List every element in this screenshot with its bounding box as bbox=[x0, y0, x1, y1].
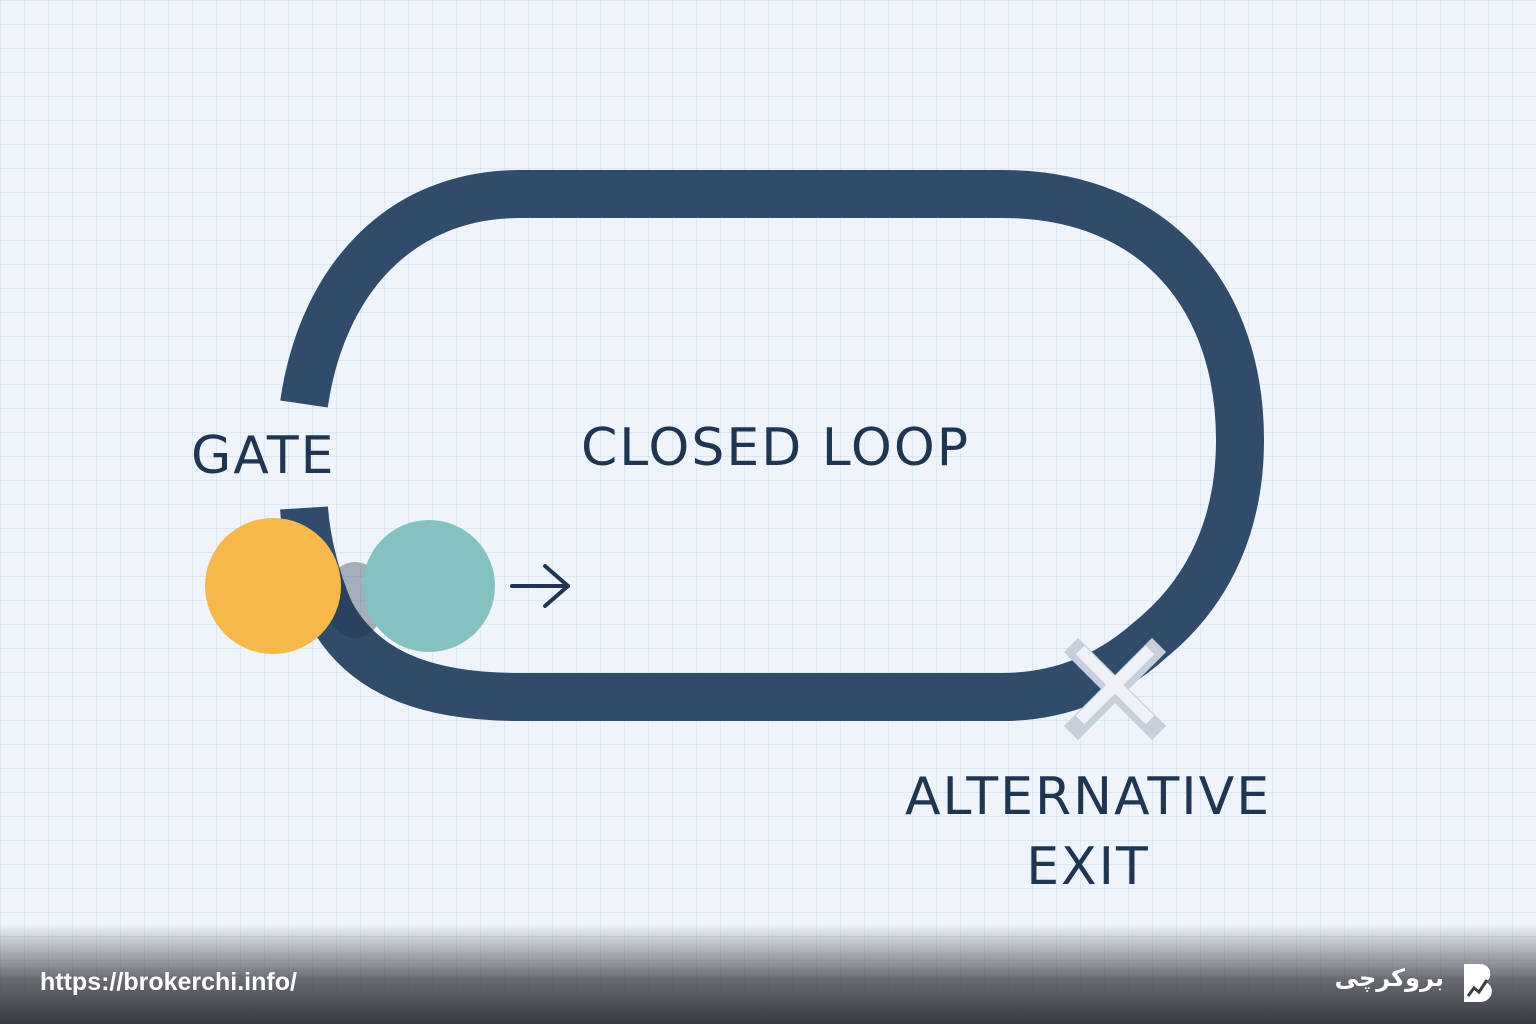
closed-loop-label: CLOSED LOOP bbox=[581, 418, 971, 478]
x-mark-icon bbox=[1063, 637, 1167, 741]
exit-label-line1: ALTERNATIVE bbox=[904, 767, 1272, 827]
runner-ball bbox=[363, 520, 495, 652]
brokerchi-logo-icon bbox=[1464, 964, 1492, 1002]
alternative-exit-label: ALTERNATIVE EXIT bbox=[900, 762, 1276, 902]
loop-track bbox=[280, 170, 1265, 721]
gate-ball bbox=[205, 518, 341, 654]
arrow-right-icon bbox=[510, 564, 570, 608]
gate-label: GATE bbox=[191, 426, 336, 486]
source-url[interactable]: https://brokerchi.info/ bbox=[40, 968, 297, 996]
brand-name: بروکرچی bbox=[1334, 964, 1444, 992]
footer-bar bbox=[0, 924, 1536, 1024]
exit-label-line2: EXIT bbox=[1026, 837, 1150, 897]
